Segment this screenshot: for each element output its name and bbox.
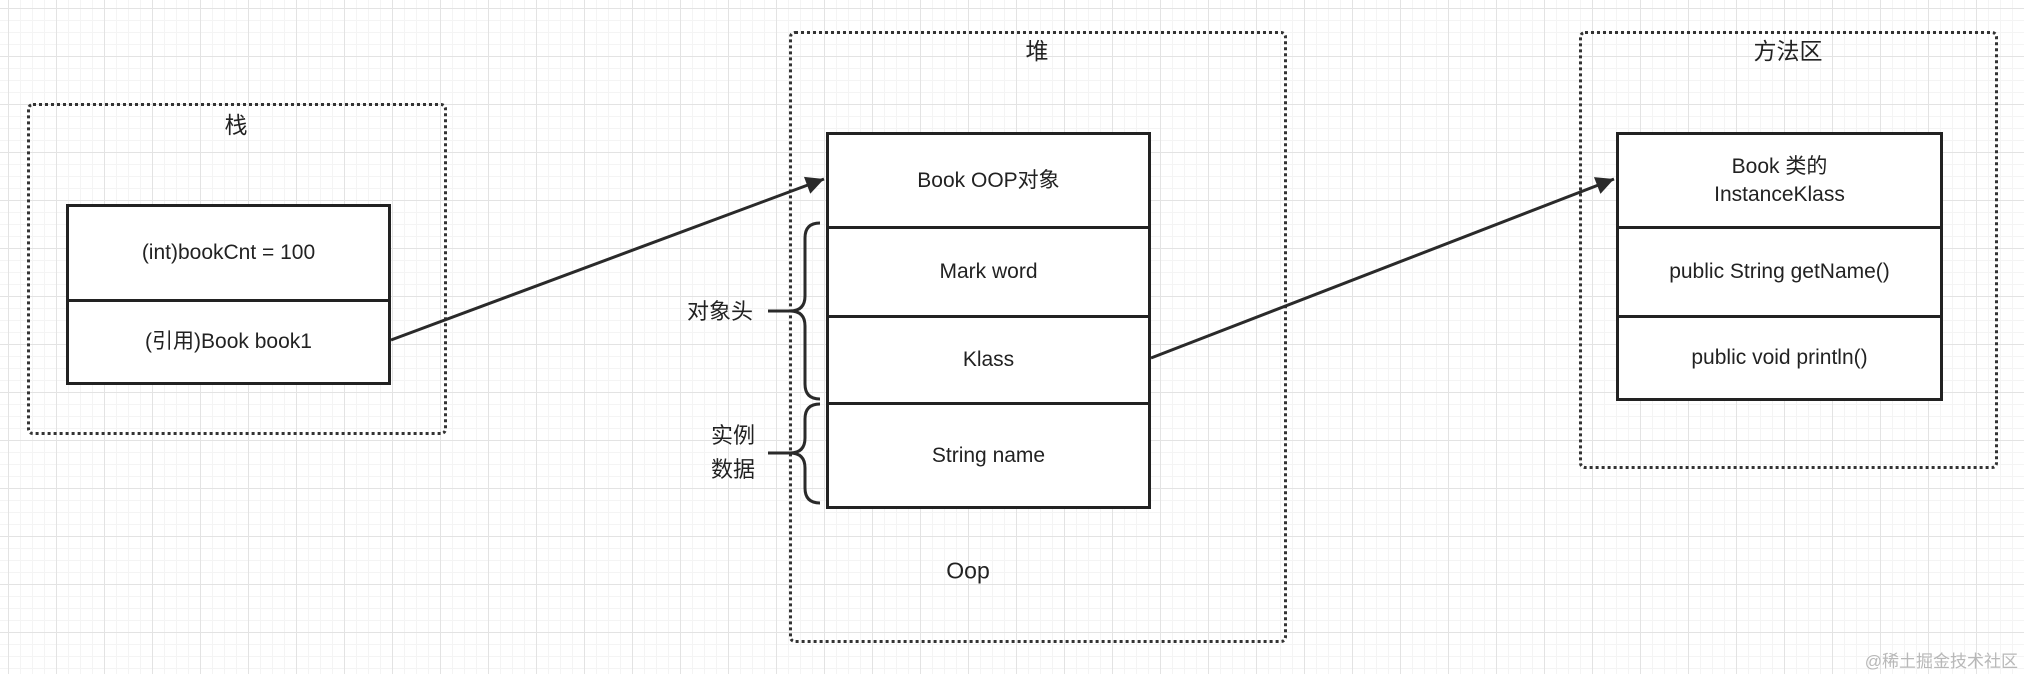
instance-klass: Book 类的 InstanceKlass public String getN… bbox=[1616, 132, 1943, 401]
watermark: @稀土掘金技术社区 bbox=[1864, 652, 2018, 671]
stack-row-bookcnt: (int)bookCnt = 100 bbox=[141, 241, 316, 264]
instance-data-label: 实例 数据 bbox=[710, 423, 756, 482]
oop-caption: Oop bbox=[946, 557, 990, 584]
klass-row-getname: public String getName() bbox=[1619, 226, 1940, 315]
stack-frame: (int)bookCnt = 100 (引用)Book book1 bbox=[66, 204, 391, 385]
method-area-title: 方法区 bbox=[1753, 38, 1823, 64]
klass-row-title: Book 类的 InstanceKlass bbox=[1714, 154, 1845, 206]
object-header-label: 对象头 bbox=[686, 299, 754, 324]
oop-row-mark-word: Mark word bbox=[829, 226, 1148, 315]
oop-row-string-name: String name bbox=[829, 402, 1148, 506]
stack-title: 栈 bbox=[224, 112, 248, 138]
stack-row-book-ref: (引用)Book book1 bbox=[69, 299, 388, 382]
oop-row-klass: Klass bbox=[829, 315, 1148, 402]
oop-row-title: Book OOP对象 bbox=[917, 168, 1060, 192]
heap-title: 堆 bbox=[1025, 38, 1049, 64]
arrow-reference-to-oop bbox=[390, 176, 825, 342]
klass-row-println: public void println() bbox=[1619, 315, 1940, 398]
oop-object: Book OOP对象 Mark word Klass String name bbox=[826, 132, 1151, 509]
